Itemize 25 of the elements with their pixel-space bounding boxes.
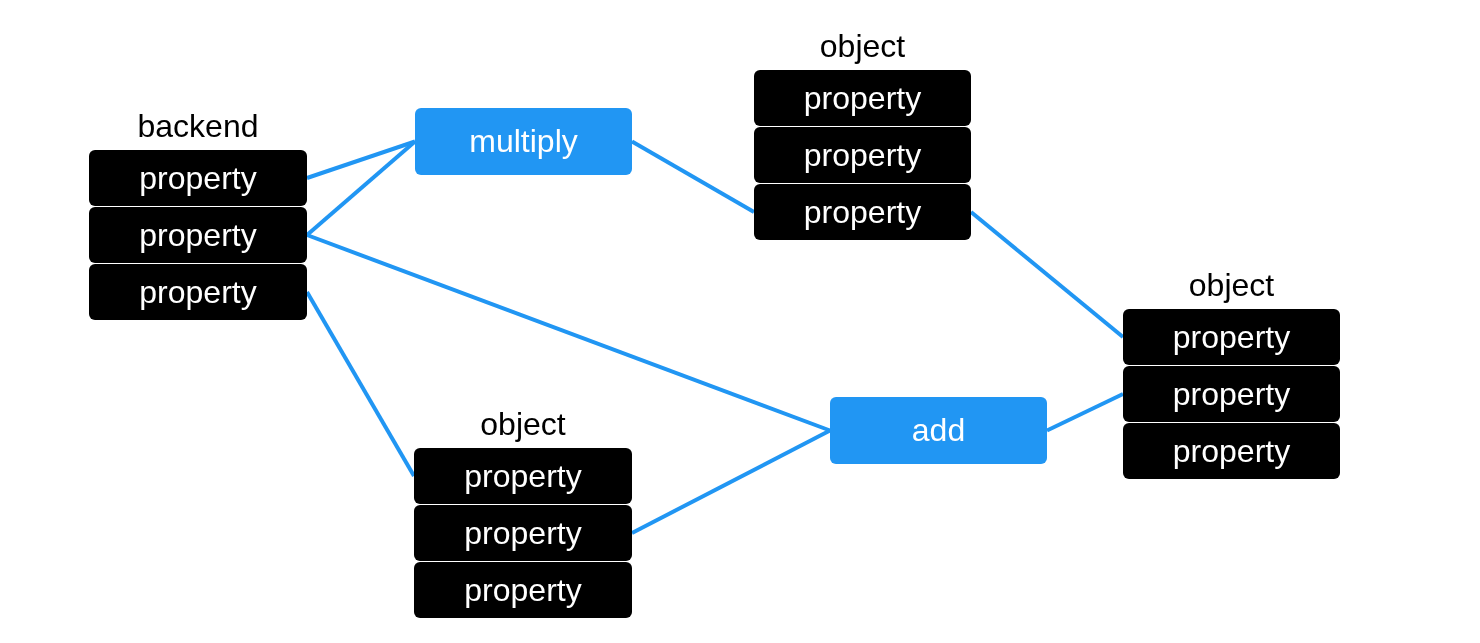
connector-line — [306, 233, 831, 433]
connector-line — [1046, 392, 1124, 433]
property-box: property — [1123, 366, 1340, 422]
property-box: property — [1123, 423, 1340, 479]
property-box: property — [89, 207, 307, 263]
property-box: property — [754, 184, 971, 240]
connector-line — [306, 139, 416, 180]
property-box: property — [754, 70, 971, 126]
connector-line — [305, 291, 416, 477]
property-box: property — [414, 448, 632, 504]
property-box: property — [89, 150, 307, 206]
group-heading: object — [1187, 266, 1276, 305]
connector-line — [631, 139, 755, 214]
property-box: property — [754, 127, 971, 183]
property-box: property — [414, 562, 632, 618]
property-box: property — [89, 264, 307, 320]
group-heading: object — [818, 27, 907, 66]
property-box: property — [1123, 309, 1340, 365]
group-heading: backend — [136, 107, 260, 146]
property-box: property — [414, 505, 632, 561]
connector-line — [969, 210, 1125, 339]
connector-line — [631, 428, 831, 535]
group-heading: object — [479, 405, 567, 444]
operation-box: multiply — [415, 108, 632, 175]
operation-box: add — [830, 397, 1047, 464]
